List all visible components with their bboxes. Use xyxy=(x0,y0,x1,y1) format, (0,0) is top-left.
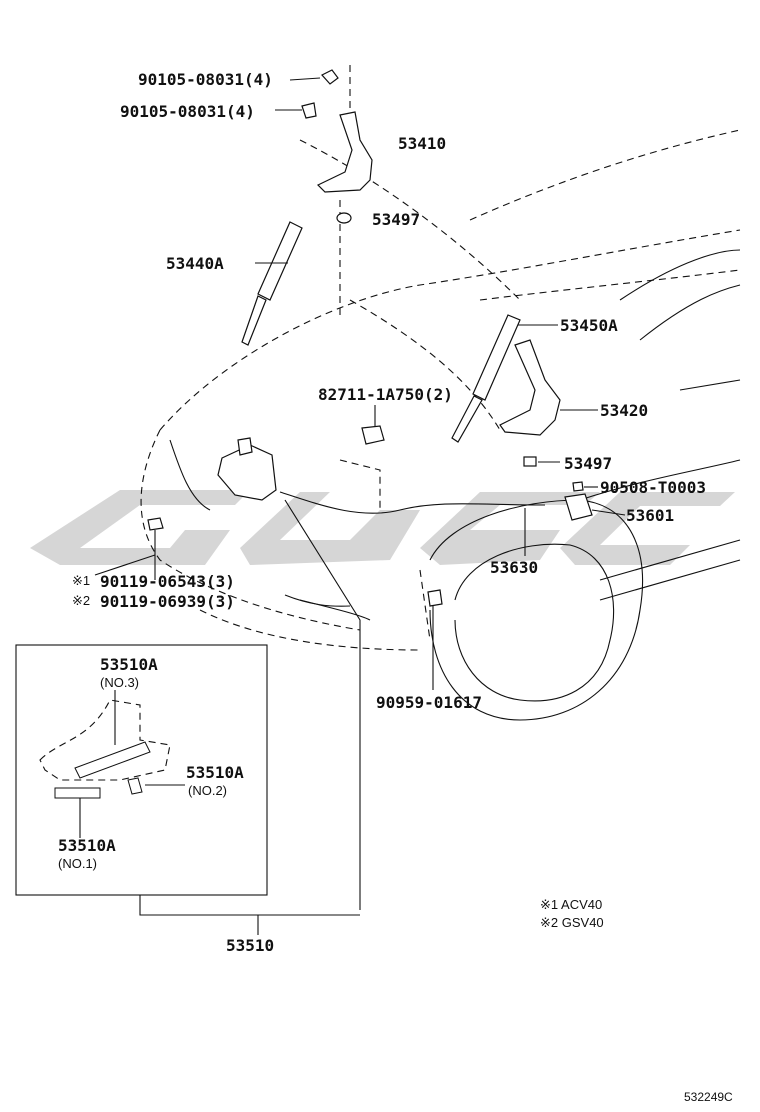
label-lock-no3[interactable]: 53510A xyxy=(100,655,158,674)
diagram-code: 532249C xyxy=(684,1090,733,1104)
hood-support-lh xyxy=(241,221,303,346)
bolts-top xyxy=(275,69,339,119)
label-clamp[interactable]: 90959-01617 xyxy=(376,693,482,712)
label-clip-a[interactable]: 90508-T0003 xyxy=(600,478,706,497)
label-cable[interactable]: 53630 xyxy=(490,558,539,577)
label-hinge-lh[interactable]: 53410 xyxy=(398,134,447,153)
screw-1-mark: ※1 xyxy=(72,573,91,588)
screw-2-mark: ※2 xyxy=(72,593,91,608)
hood-hinge-lh xyxy=(316,65,373,320)
label-screw-2[interactable]: 90119-06939(3) xyxy=(100,592,235,611)
label-support-rh[interactable]: 53450A xyxy=(560,316,618,335)
watermark-logo xyxy=(30,490,735,565)
cable-clamp xyxy=(427,589,443,690)
vehicle-outline xyxy=(140,129,741,721)
label-lock-no3-sub: (NO.3) xyxy=(100,675,139,690)
screw-left xyxy=(94,517,164,580)
label-lock-assy[interactable]: 53510 xyxy=(226,936,275,955)
retainer-clip xyxy=(361,405,385,445)
lock-detail-inset xyxy=(15,644,360,935)
label-screw-1[interactable]: 90119-06543(3) xyxy=(100,572,235,591)
bushing-lower xyxy=(523,456,560,467)
release-lever xyxy=(564,481,626,521)
hood-lock xyxy=(217,437,277,501)
label-lock-no1-sub: (NO.1) xyxy=(58,856,97,871)
release-cable xyxy=(279,491,546,910)
label-bolt-a[interactable]: 90105-08031(4) xyxy=(138,70,273,89)
label-bolt-b[interactable]: 90105-08031(4) xyxy=(120,102,255,121)
label-bushing-upper[interactable]: 53497 xyxy=(372,210,421,229)
label-bushing-lower[interactable]: 53497 xyxy=(564,454,613,473)
label-retainer[interactable]: 82711-1A750(2) xyxy=(318,385,453,404)
note-acv40: ※1 ACV40 xyxy=(540,897,603,912)
hood-hinge-rh xyxy=(499,339,598,436)
label-support-lh[interactable]: 53440A xyxy=(166,254,224,273)
label-lock-no2-sub: (NO.2) xyxy=(188,783,227,798)
label-lock-no1[interactable]: 53510A xyxy=(58,836,116,855)
label-lever[interactable]: 53601 xyxy=(626,506,675,525)
label-hinge-rh[interactable]: 53420 xyxy=(600,401,649,420)
hood-support-rh xyxy=(451,314,558,443)
note-gsv40: ※2 GSV40 xyxy=(540,915,604,930)
label-lock-no2[interactable]: 53510A xyxy=(186,763,244,782)
bushing-upper xyxy=(336,212,352,224)
